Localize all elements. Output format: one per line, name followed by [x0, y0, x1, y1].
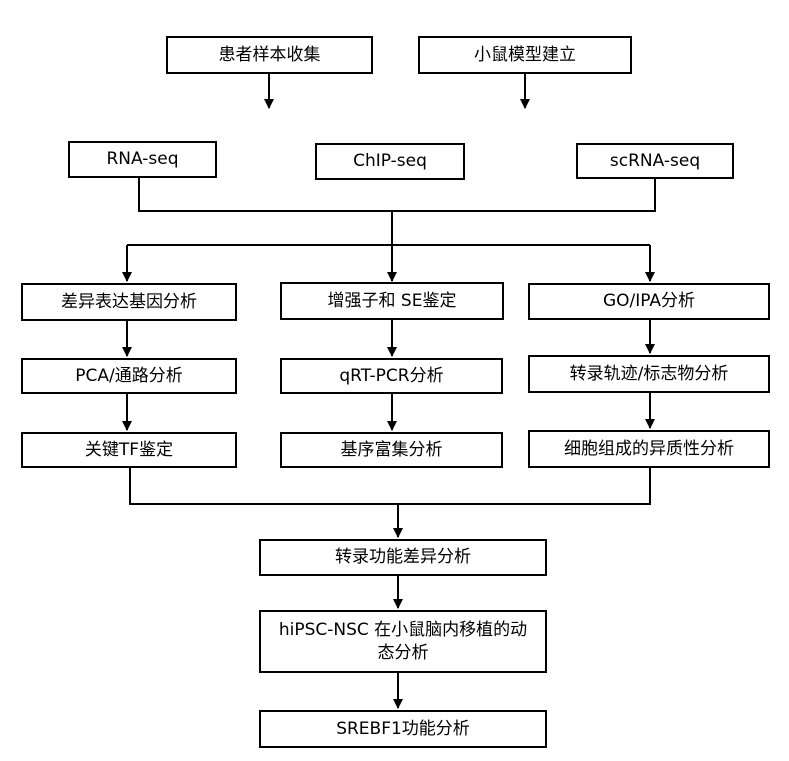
node-motif-enrichment-label: 基序富集分析: [340, 439, 443, 460]
node-cell-heterogeneity-label: 细胞组成的异质性分析: [564, 438, 734, 459]
node-enhancer-se: 增强子和 SE鉴定: [280, 282, 504, 320]
node-pca-pathway: PCA/通路分析: [21, 358, 237, 394]
node-patient-samples-label: 患者样本收集: [218, 44, 321, 65]
node-enhancer-se-label: 增强子和 SE鉴定: [327, 290, 457, 311]
node-pca-pathway-label: PCA/通路分析: [75, 365, 183, 386]
node-mouse-model: 小鼠模型建立: [418, 36, 632, 74]
node-rna-seq-label: RNA-seq: [106, 149, 179, 170]
node-key-tf: 关键TF鉴定: [21, 432, 237, 468]
node-transcription-function: 转录功能差异分析: [259, 539, 547, 576]
node-key-tf-label: 关键TF鉴定: [84, 439, 174, 460]
node-go-ipa-label: GO/IPA分析: [602, 291, 696, 312]
node-mouse-model-label: 小鼠模型建立: [474, 44, 576, 65]
node-deg-analysis-label: 差异表达基因分析: [61, 291, 197, 312]
node-srebf1-function: SREBF1功能分析: [259, 710, 547, 748]
node-srebf1-function-label: SREBF1功能分析: [336, 718, 470, 739]
node-hipsc-transplant-label: hiPSC-NSC 在小鼠脑内移植的动态分析: [278, 619, 528, 663]
node-patient-samples: 患者样本收集: [166, 36, 373, 74]
node-scrna-seq: scRNA-seq: [576, 143, 734, 179]
node-motif-enrichment: 基序富集分析: [280, 432, 503, 468]
node-chip-seq-label: ChIP-seq: [353, 151, 427, 172]
node-cell-heterogeneity: 细胞组成的异质性分析: [528, 430, 770, 468]
node-transcription-function-label: 转录功能差异分析: [335, 547, 471, 568]
node-chip-seq: ChIP-seq: [315, 143, 465, 180]
node-qrt-pcr: qRT-PCR分析: [280, 358, 503, 394]
node-trajectory-marker: 转录轨迹/标志物分析: [528, 355, 770, 393]
node-rna-seq: RNA-seq: [68, 141, 217, 178]
node-qrt-pcr-label: qRT-PCR分析: [339, 365, 444, 386]
node-go-ipa: GO/IPA分析: [528, 283, 770, 320]
node-deg-analysis: 差异表达基因分析: [21, 283, 237, 321]
node-hipsc-transplant: hiPSC-NSC 在小鼠脑内移植的动态分析: [259, 610, 547, 673]
node-trajectory-marker-label: 转录轨迹/标志物分析: [569, 363, 729, 384]
node-scrna-seq-label: scRNA-seq: [609, 150, 701, 171]
